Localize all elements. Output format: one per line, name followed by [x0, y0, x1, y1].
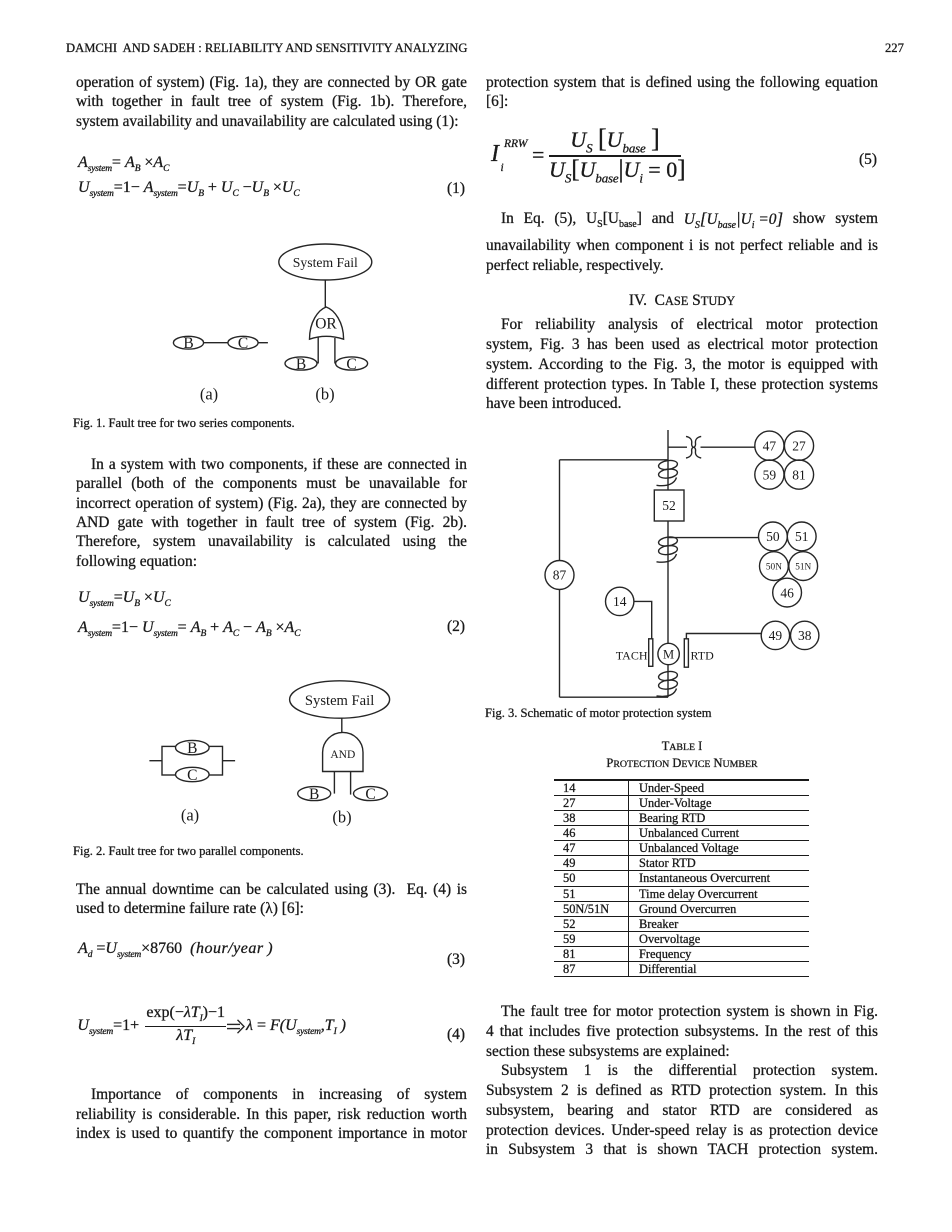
svg-text:52: 52 [662, 498, 676, 513]
svg-text:OR: OR [315, 316, 337, 333]
svg-text:46: 46 [780, 585, 794, 600]
svg-text:(a): (a) [200, 385, 218, 404]
svg-text:81: 81 [792, 467, 806, 482]
svg-text:(b): (b) [332, 808, 351, 827]
svg-text:50: 50 [766, 529, 780, 544]
svg-text:RTD: RTD [691, 649, 715, 663]
svg-text:51N: 51N [795, 562, 811, 572]
svg-text:87: 87 [553, 568, 567, 583]
svg-text:System Fail: System Fail [293, 255, 358, 270]
svg-text:M: M [663, 647, 674, 661]
svg-text:49: 49 [769, 628, 783, 643]
svg-text:B: B [296, 356, 306, 373]
svg-text:System Fail: System Fail [305, 693, 374, 709]
svg-text:(a): (a) [181, 806, 199, 825]
svg-text:27: 27 [792, 438, 806, 453]
svg-text:AND: AND [330, 749, 355, 761]
svg-text:C: C [187, 767, 197, 784]
svg-text:B: B [183, 335, 193, 352]
svg-text:B: B [187, 740, 197, 757]
svg-text:C: C [365, 786, 375, 803]
svg-text:(b): (b) [315, 385, 334, 404]
svg-text:51: 51 [795, 529, 809, 544]
svg-text:C: C [238, 335, 248, 352]
svg-text:50N: 50N [766, 562, 782, 572]
svg-text:59: 59 [763, 467, 777, 482]
svg-text:C: C [346, 356, 356, 373]
svg-text:38: 38 [798, 628, 812, 643]
svg-text:TACH: TACH [616, 649, 648, 663]
svg-text:47: 47 [763, 438, 777, 453]
svg-text:14: 14 [613, 594, 627, 609]
svg-text:B: B [309, 786, 319, 803]
